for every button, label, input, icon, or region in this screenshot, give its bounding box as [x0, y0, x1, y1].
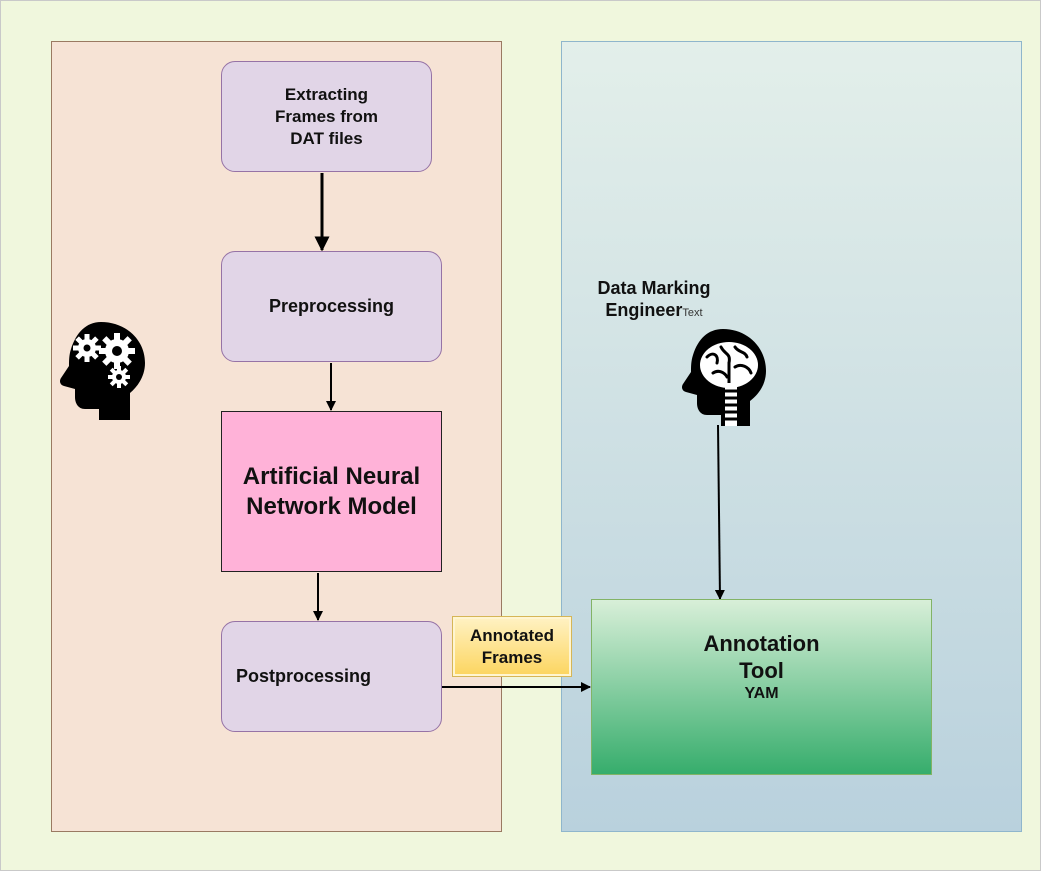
- arrow-engineer-to-tool: [714, 424, 725, 600]
- engineer-label: Data Marking EngineerText: [579, 277, 729, 324]
- brain-head-icon: [682, 329, 766, 426]
- extract-frames-node[interactable]: Extracting Frames from DAT files: [221, 61, 432, 172]
- annotated-frames-label[interactable]: Annotated Frames: [452, 616, 572, 677]
- annotation-tool-title: Annotation Tool: [703, 631, 820, 683]
- engineer-label-text: Data Marking Engineer: [597, 278, 711, 320]
- gear-head-icon: [60, 322, 145, 420]
- preprocessing-node[interactable]: Preprocessing: [221, 251, 442, 362]
- annotation-tool-subtitle: YAM: [744, 685, 779, 702]
- ann-model-node[interactable]: Artificial Neural Network Model: [221, 411, 442, 572]
- annotation-tool-node[interactable]: Annotation Tool YAM: [591, 599, 932, 775]
- postprocessing-node[interactable]: Postprocessing: [221, 621, 442, 732]
- engineer-text-suffix: Text: [682, 307, 703, 319]
